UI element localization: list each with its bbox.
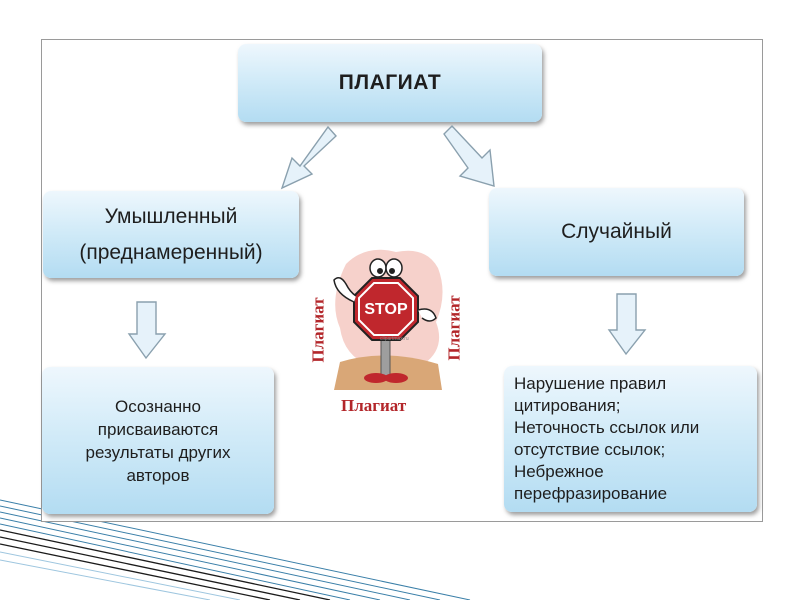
- accidental-description-line: перефразирование: [514, 484, 668, 503]
- arrow-right-down-icon: [443, 124, 495, 187]
- arrow-left-down-icon: [280, 125, 337, 190]
- intentional-description: Осознанно присваиваются результаты други…: [85, 396, 231, 485]
- stop-sign-illustration: STOP: [333, 249, 443, 390]
- intentional-sublabel: (преднамеренный): [79, 240, 263, 264]
- watermark-text: clipartmax.ru: [380, 336, 409, 342]
- caption-right: Плагиат: [444, 295, 464, 361]
- accidental-box: Случайный: [489, 188, 744, 276]
- title-box: ПЛАГИАТ: [238, 44, 542, 122]
- accidental-description-line: цитирования;: [514, 396, 621, 415]
- arrow-down-right-icon: [607, 293, 647, 356]
- accidental-description-line: Нарушение правил: [514, 374, 667, 393]
- accidental-label: Случайный: [561, 220, 672, 243]
- caption-left: Плагиат: [308, 297, 328, 363]
- title-text: ПЛАГИАТ: [338, 71, 442, 94]
- accidental-description-line: Небрежное: [514, 462, 604, 481]
- stop-octagon: [353, 277, 419, 341]
- stop-text: STOP: [364, 301, 408, 318]
- accidental-description-list: Нарушение правил цитирования; Неточность…: [514, 373, 699, 505]
- intentional-box: Умышленный (преднамеренный): [43, 191, 299, 278]
- intentional-label: Умышленный: [104, 204, 238, 228]
- arrow-down-left-icon: [127, 301, 167, 360]
- intentional-description-box: Осознанно присваиваются результаты други…: [42, 367, 274, 514]
- accidental-description-line: отсутствие ссылок;: [514, 440, 666, 459]
- caption-bottom: Плагиат: [341, 396, 407, 415]
- accidental-description-line: Неточность ссылок или: [514, 418, 700, 437]
- accidental-description-box: Нарушение правил цитирования; Неточность…: [504, 366, 757, 512]
